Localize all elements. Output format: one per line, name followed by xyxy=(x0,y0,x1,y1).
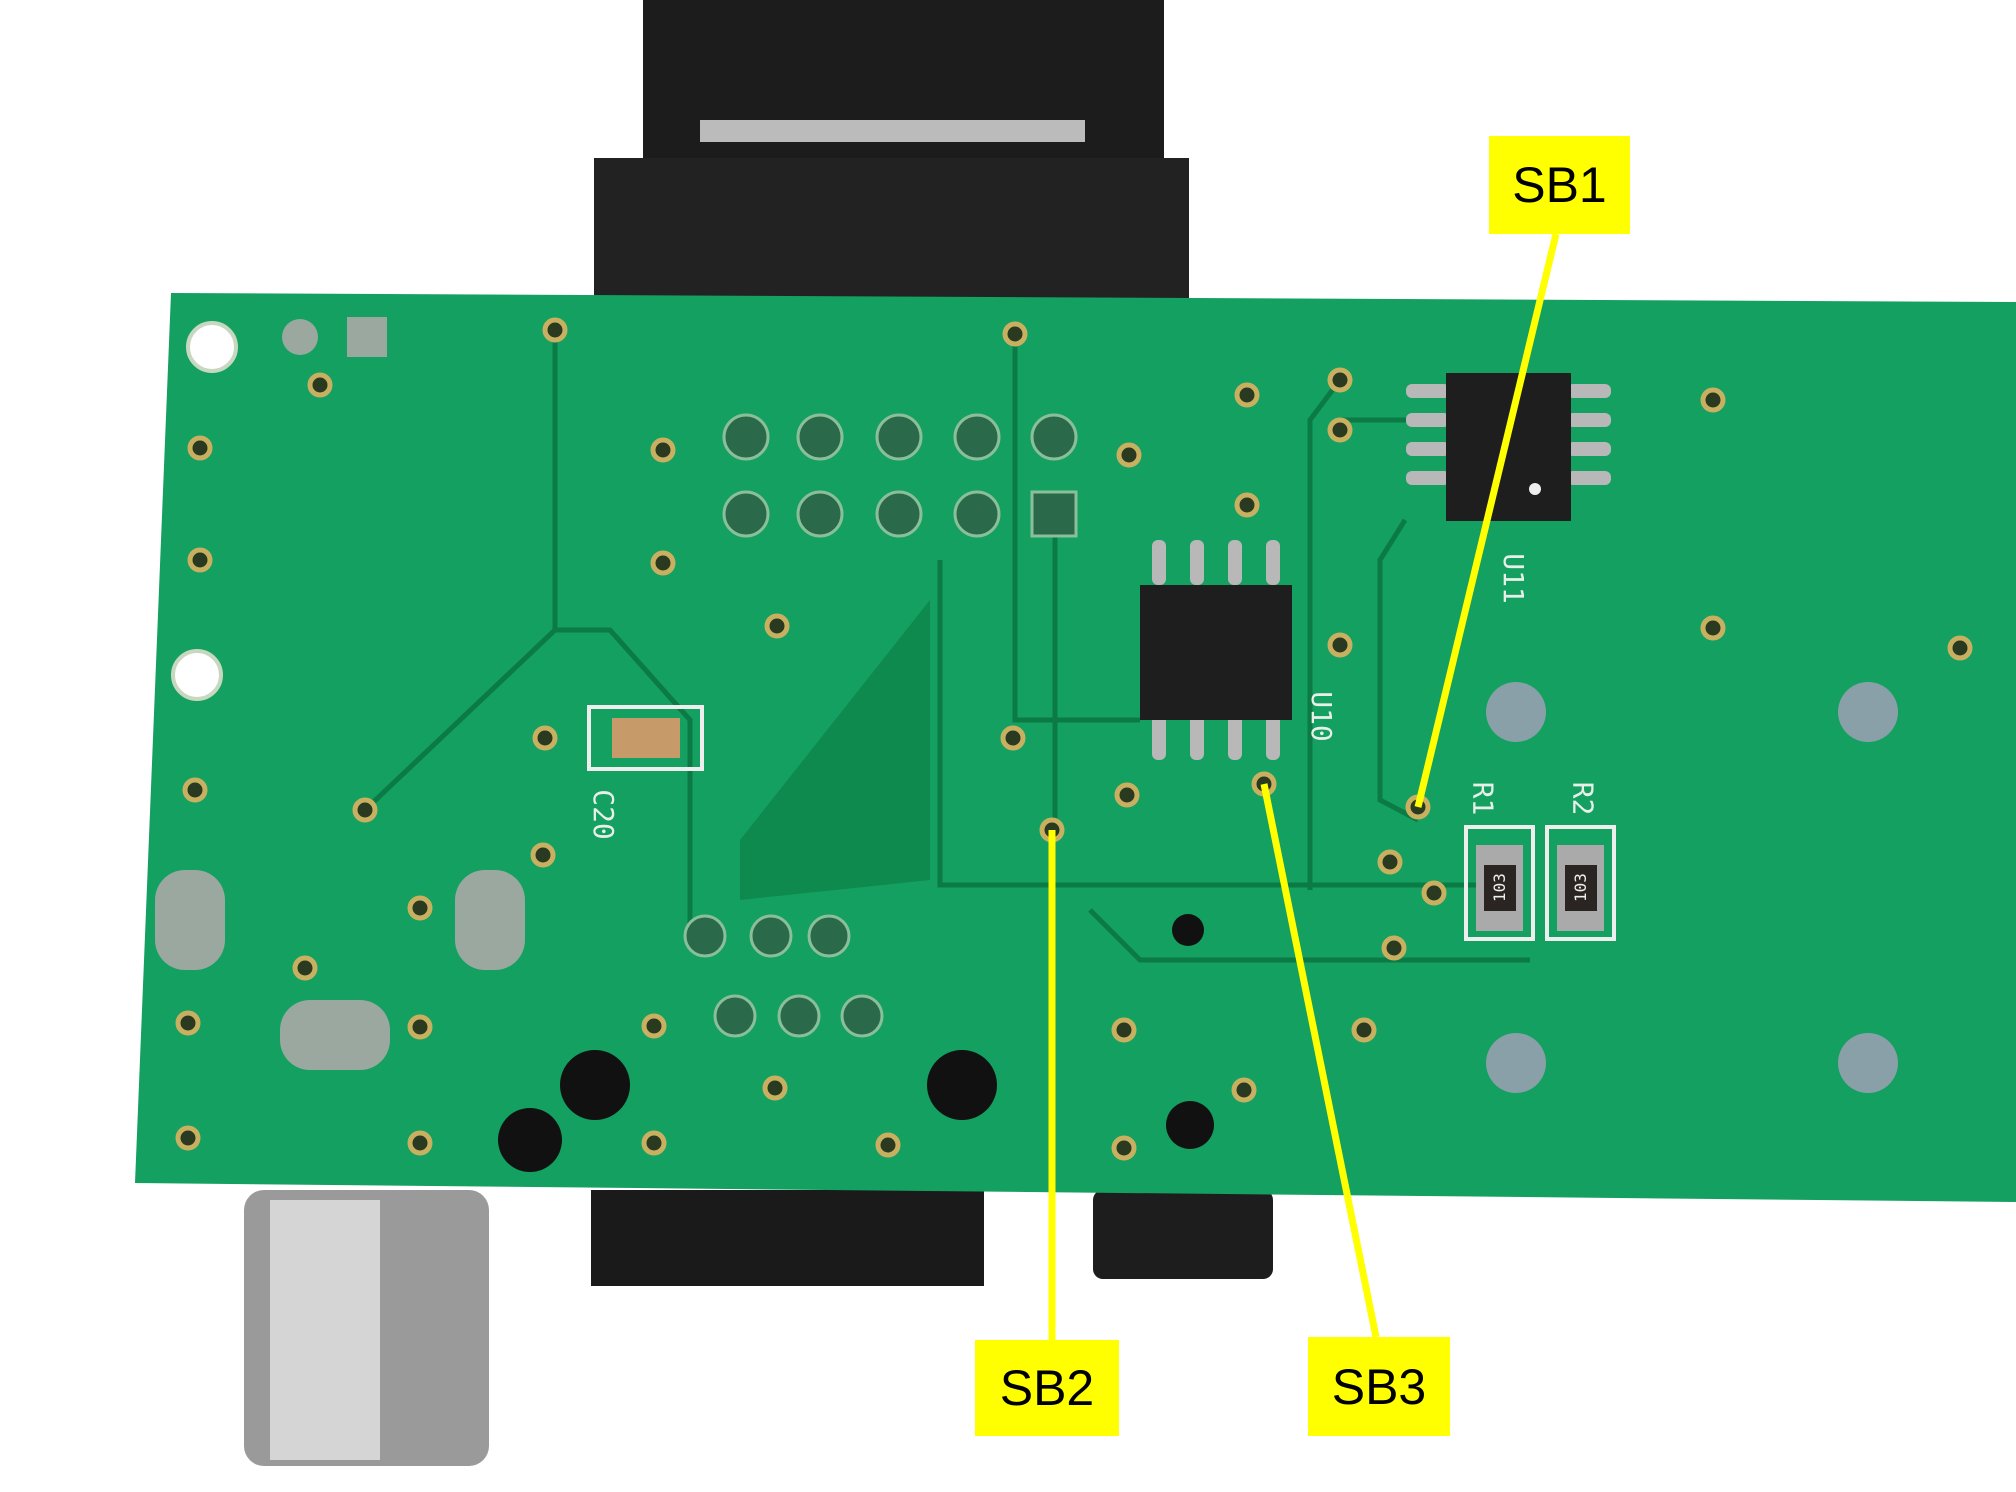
sb3-label: SB3 xyxy=(1308,1337,1450,1436)
r1-body xyxy=(1484,865,1516,911)
audio-jack xyxy=(1093,1190,1273,1279)
r2-silkscreen: R2 xyxy=(1566,781,1600,816)
pcb-traces xyxy=(363,330,1530,963)
header-connector-bottom xyxy=(591,1190,984,1286)
r2-footprint xyxy=(1545,825,1616,941)
r2-marking: 103 xyxy=(1570,873,1590,902)
r1-footprint xyxy=(1464,825,1535,941)
ribbon-wires xyxy=(700,120,1085,142)
r1-silkscreen: R1 xyxy=(1466,781,1500,816)
sb3-pointer xyxy=(1260,783,1380,1338)
vias xyxy=(175,317,1973,1161)
r1-marking: 103 xyxy=(1489,873,1509,902)
idc-connector-body xyxy=(594,158,1189,298)
u10-silkscreen: U10 xyxy=(1304,691,1338,742)
sb2-label: SB2 xyxy=(975,1340,1119,1436)
u10-chip xyxy=(1140,540,1292,760)
c20-silkscreen: C20 xyxy=(586,789,620,840)
u11-silkscreen: U11 xyxy=(1496,553,1530,604)
header-pads xyxy=(683,413,1078,1038)
solder-pads xyxy=(155,317,525,1070)
holes xyxy=(1486,682,1898,1093)
sb1-pointer xyxy=(1414,233,1560,808)
c20-footprint xyxy=(587,705,704,771)
r2-body xyxy=(1565,865,1597,911)
sb1-label: SB1 xyxy=(1489,136,1630,234)
black-holes xyxy=(498,914,1214,1172)
u11-chip xyxy=(1406,373,1611,521)
mounting-holes xyxy=(171,321,238,701)
copper-pour xyxy=(740,600,930,900)
c20-capacitor xyxy=(612,718,680,758)
pointer-lines xyxy=(1048,233,1560,1340)
rca-jack-highlight xyxy=(270,1200,380,1460)
